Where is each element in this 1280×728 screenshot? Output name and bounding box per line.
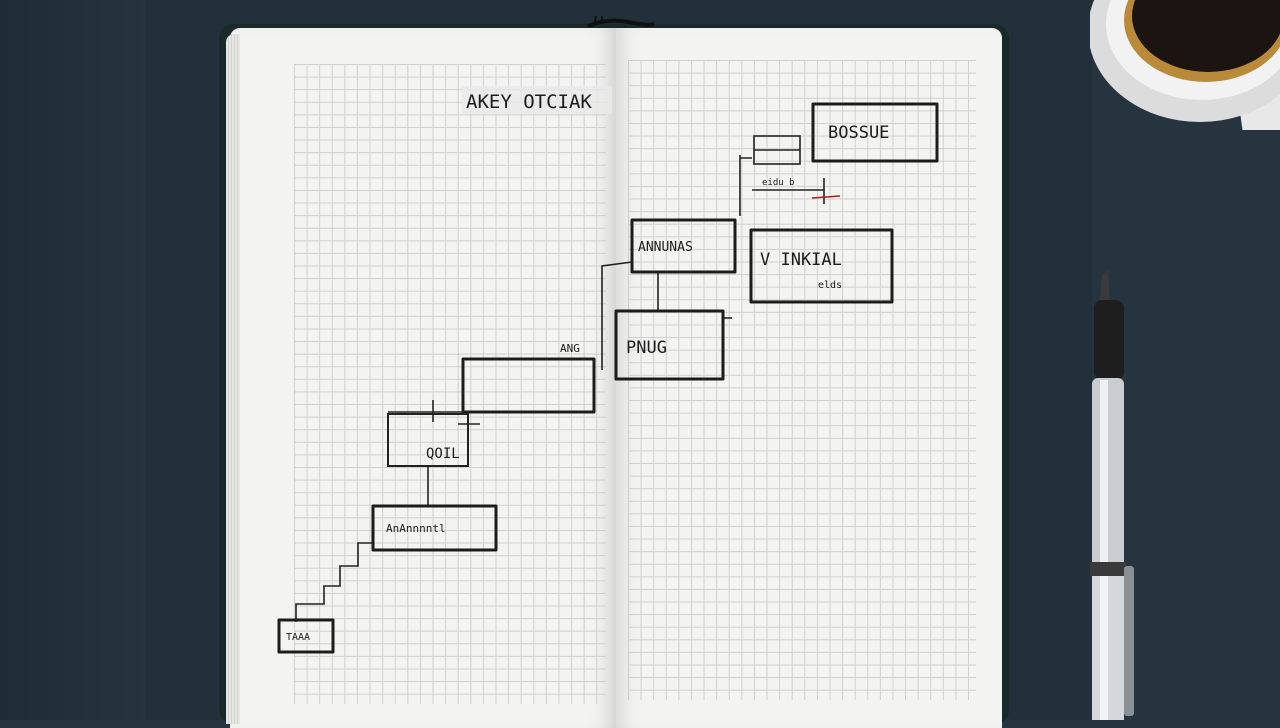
box-top-right-label: BOSSUE	[828, 123, 889, 143]
page-edges	[226, 34, 240, 724]
box-long	[371, 504, 498, 552]
box-center-label: PNUG	[626, 338, 667, 358]
box-middle-right-sublabel: elds	[818, 280, 842, 291]
left-page-grid	[294, 64, 606, 704]
box-step-label: QOIL	[426, 446, 460, 462]
pen-icon	[1090, 270, 1134, 720]
small-connector-label: eidu b	[762, 178, 795, 188]
box-middle-left-label: ANNUNAS	[638, 240, 693, 255]
box-top-right	[811, 102, 939, 163]
box-empty	[461, 357, 596, 414]
box-middle-right-label: V INKIAL	[760, 250, 842, 270]
box-long-label: AnAnnnntl	[386, 522, 446, 535]
notebook-heading: AKEY OTCIAK	[466, 91, 592, 113]
box-middle-left	[630, 218, 737, 274]
box-bottom	[277, 618, 335, 654]
box-middle-right	[749, 228, 894, 304]
desk-shadow	[0, 0, 150, 720]
coffee-cup-icon	[1090, 0, 1280, 130]
box-center	[614, 309, 725, 381]
box-bottom-label: TAAA	[286, 632, 310, 643]
bookmark-ribbon	[587, 15, 655, 28]
center-side-note: ANG	[560, 342, 580, 355]
